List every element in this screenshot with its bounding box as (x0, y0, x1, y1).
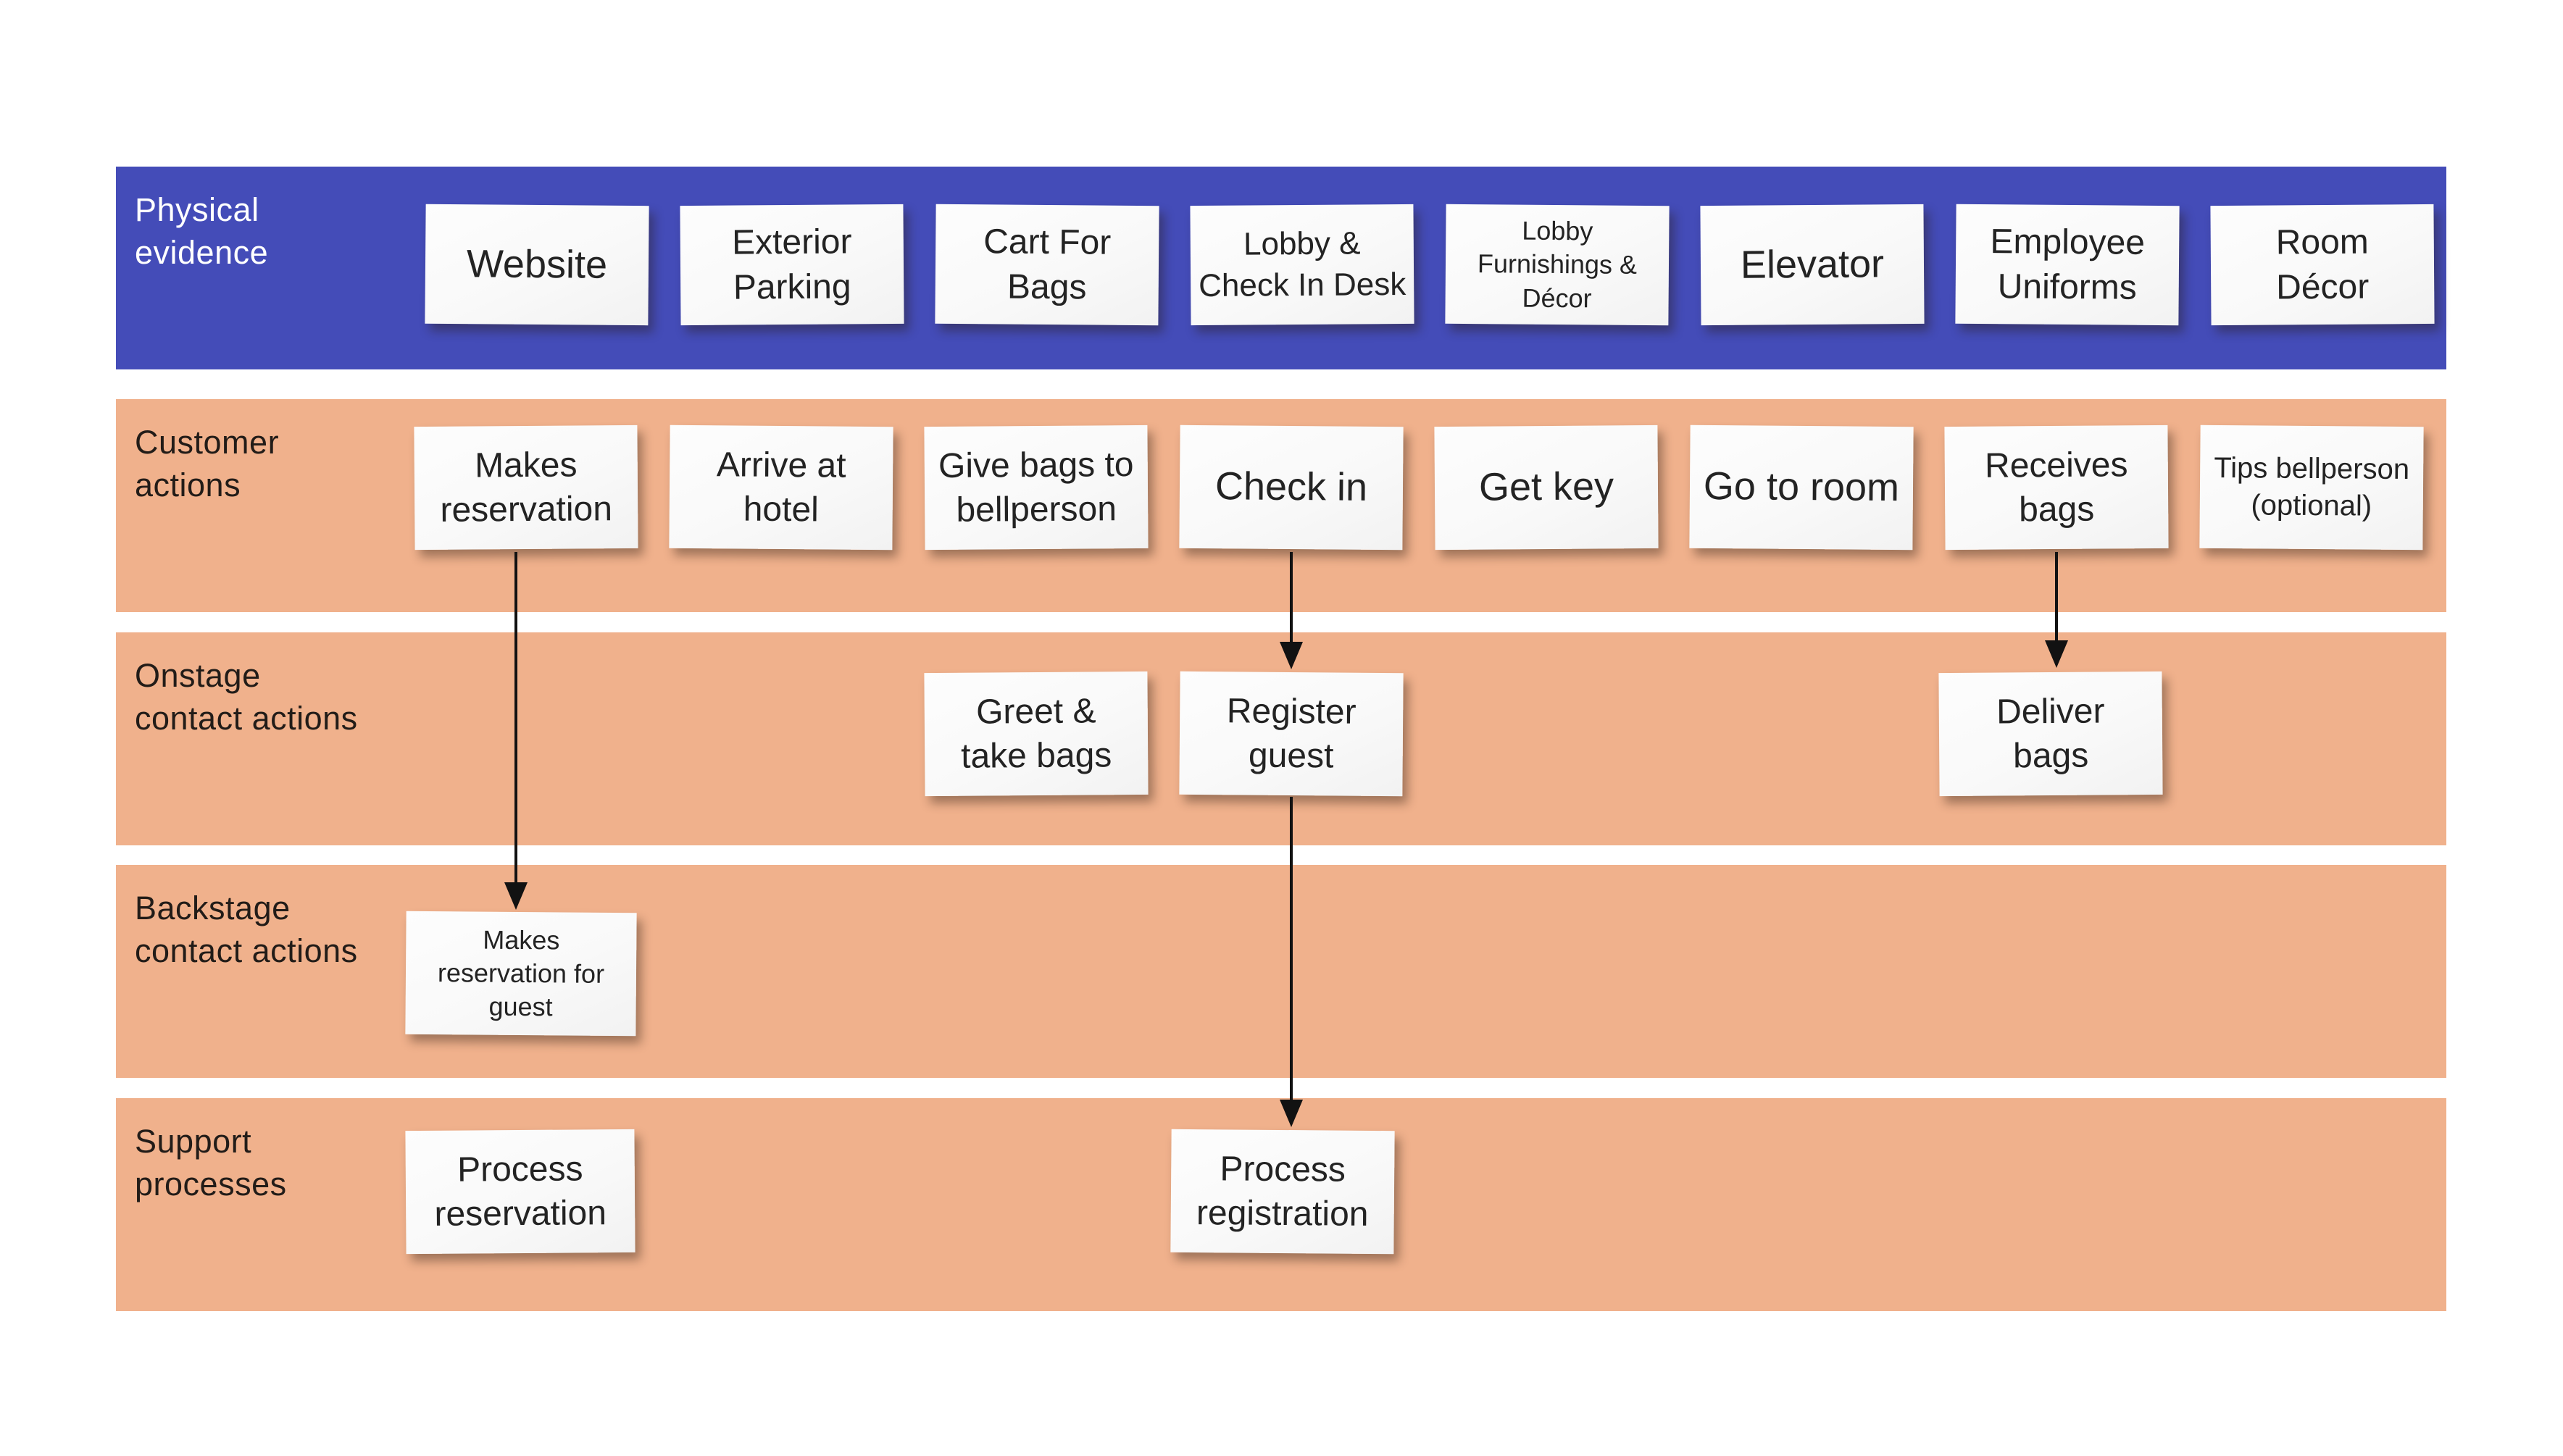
card-tips-bellperson: Tips bellperson (optional) (2199, 424, 2424, 551)
band-label-physical-evidence: Physical evidence (135, 191, 269, 272)
card-get-key: Get key (1434, 424, 1659, 551)
arrowhead-down-icon (2045, 640, 2068, 668)
band-label-onstage-contact-actions: Onstage contact actions (135, 657, 358, 737)
band-label-backstage-contact-actions: Backstage contact actions (135, 890, 358, 970)
arrowhead-down-icon (1280, 642, 1303, 669)
card-room-decor: Room Décor (2210, 204, 2435, 326)
card-process-registration: Process registration (1170, 1129, 1395, 1255)
card-exterior-parking: Exterior Parking (680, 204, 904, 326)
arrow-line (514, 552, 517, 885)
card-employee-uniforms: Employee Uniforms (1955, 204, 2180, 326)
card-greet-take-bags: Greet & take bags (924, 671, 1149, 797)
card-website: Website (425, 204, 649, 326)
card-go-to-room: Go to room (1689, 424, 1914, 551)
arrow-line (2055, 552, 2058, 645)
card-give-bags-to-bellperson: Give bags to bellperson (924, 424, 1149, 551)
card-lobby-furnishings-decor: Lobby Furnishings & Décor (1445, 204, 1670, 326)
card-lobby-check-in-desk: Lobby & Check In Desk (1190, 204, 1414, 326)
card-receives-bags: Receives bags (1944, 424, 2169, 551)
card-deliver-bags: Deliver bags (1938, 671, 2163, 797)
arrow-makes-reservation-to-backstage (504, 552, 528, 910)
arrow-line (1290, 797, 1293, 1103)
arrowhead-down-icon (1280, 1100, 1303, 1127)
arrow-line (1290, 552, 1293, 646)
card-process-reservation: Process reservation (405, 1129, 635, 1255)
card-makes-reservation: Makes reservation (414, 424, 638, 551)
card-arrive-at-hotel: Arrive at hotel (669, 424, 893, 551)
arrow-receives-bags-to-deliver-bags (2045, 552, 2068, 668)
band-label-support-processes: Support processes (135, 1123, 287, 1203)
arrow-register-guest-to-process-registration (1280, 797, 1303, 1127)
card-elevator: Elevator (1700, 204, 1925, 326)
card-register-guest: Register guest (1179, 671, 1404, 797)
band-label-customer-actions: Customer actions (135, 424, 280, 504)
card-check-in: Check in (1179, 424, 1404, 551)
card-makes-reservation-for-guest: Makes reservation for guest (405, 911, 637, 1037)
arrowhead-down-icon (504, 882, 528, 910)
arrow-check-in-to-register-guest (1280, 552, 1303, 669)
card-cart-for-bags: Cart For Bags (935, 204, 1159, 326)
